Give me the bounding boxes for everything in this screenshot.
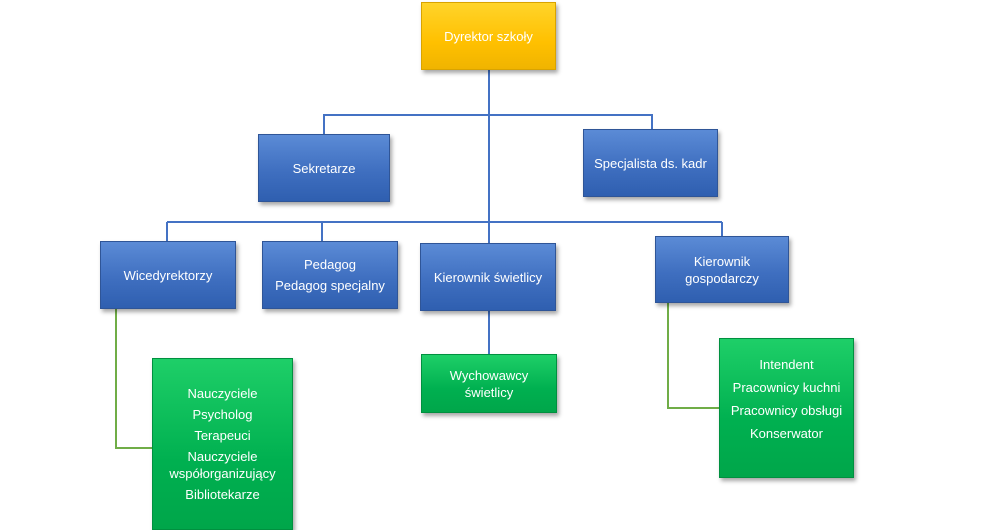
connector-support-staff <box>667 303 719 409</box>
teachers-item: Nauczyciele <box>187 386 258 401</box>
facility-head-box: Kierownik gospodarczy <box>655 236 789 303</box>
psychologist-item: Psycholog <box>192 407 253 422</box>
director-box: Dyrektor szkoły <box>421 2 556 70</box>
dayroom-staff-box: Wychowawcy świetlicy <box>421 354 557 413</box>
special-pedagogue-label: Pedagog specjalny <box>275 278 385 293</box>
vice-directors-label: Wicedyrektorzy <box>123 267 213 283</box>
dayroom-head-label: Kierownik świetlicy <box>433 269 543 285</box>
service-staff-item: Pracownicy obsługi <box>730 403 843 418</box>
pedagogue-box: Pedagog Pedagog specjalny <box>262 241 398 309</box>
maintenance-item: Konserwator <box>750 426 823 441</box>
facility-head-label-line2: gospodarczy <box>685 270 759 286</box>
kitchen-staff-item: Pracownicy kuchni <box>732 380 841 395</box>
secretaries-label: Sekretarze <box>292 160 356 176</box>
quartermaster-item: Intendent <box>759 357 814 372</box>
connector-secretaries <box>323 114 489 134</box>
dayroom-staff-label-line2: świetlicy <box>464 384 514 400</box>
connector-teachers <box>115 309 152 449</box>
dayroom-head-box: Kierownik świetlicy <box>420 243 556 311</box>
co-teachers-item-line1: Nauczyciele <box>187 449 258 464</box>
dayroom-staff-label-line1: Wychowawcy <box>449 367 529 383</box>
secretaries-box: Sekretarze <box>258 134 390 202</box>
director-label: Dyrektor szkoły <box>444 28 533 44</box>
hr-specialist-box: Specjalista ds. kadr <box>583 129 718 197</box>
vice-directors-box: Wicedyrektorzy <box>100 241 236 309</box>
facility-head-label-line1: Kierownik <box>693 253 751 269</box>
hr-specialist-label: Specjalista ds. kadr <box>594 155 707 171</box>
co-teachers-item-line2: współorganizujący <box>169 466 276 481</box>
therapists-item: Terapeuci <box>194 428 251 443</box>
pedagogue-label: Pedagog <box>303 257 357 272</box>
librarians-item: Bibliotekarze <box>185 487 260 502</box>
support-staff-box: Intendent Pracownicy kuchni Pracownicy o… <box>719 338 854 478</box>
connector-hr-specialist <box>489 114 653 129</box>
teachers-box: Nauczyciele Psycholog Terapeuci Nauczyci… <box>152 358 293 530</box>
